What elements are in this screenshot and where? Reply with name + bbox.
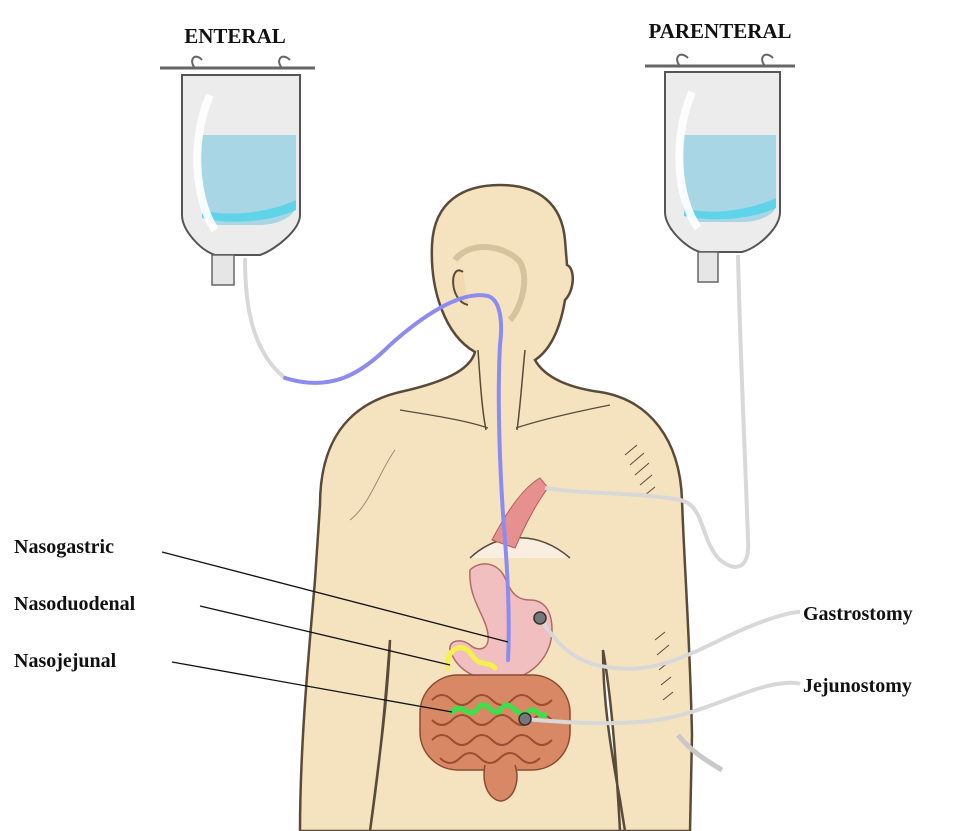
gastrostomy-port — [534, 612, 546, 624]
parenteral-title: PARENTERAL — [648, 19, 791, 43]
enteral-port — [212, 255, 234, 285]
nasojejunal-label: Nasojejunal — [14, 650, 117, 672]
nasoduodenal-label: Nasoduodenal — [14, 593, 136, 615]
parenteral-hook-left — [677, 55, 688, 66]
enteral-bag — [160, 57, 315, 378]
nasogastric-label: Nasogastric — [14, 536, 114, 558]
enteral-hook-left — [192, 57, 202, 68]
gastrostomy-label: Gastrostomy — [803, 603, 913, 625]
enteral-title: ENTERAL — [184, 24, 286, 48]
enteral-hook-right — [279, 57, 290, 68]
enteral-tube — [245, 258, 285, 378]
jejunostomy-label: Jejunostomy — [803, 675, 912, 697]
parenteral-hook-right — [762, 55, 773, 66]
parenteral-port — [698, 252, 718, 282]
jejunostomy-port — [519, 713, 531, 725]
